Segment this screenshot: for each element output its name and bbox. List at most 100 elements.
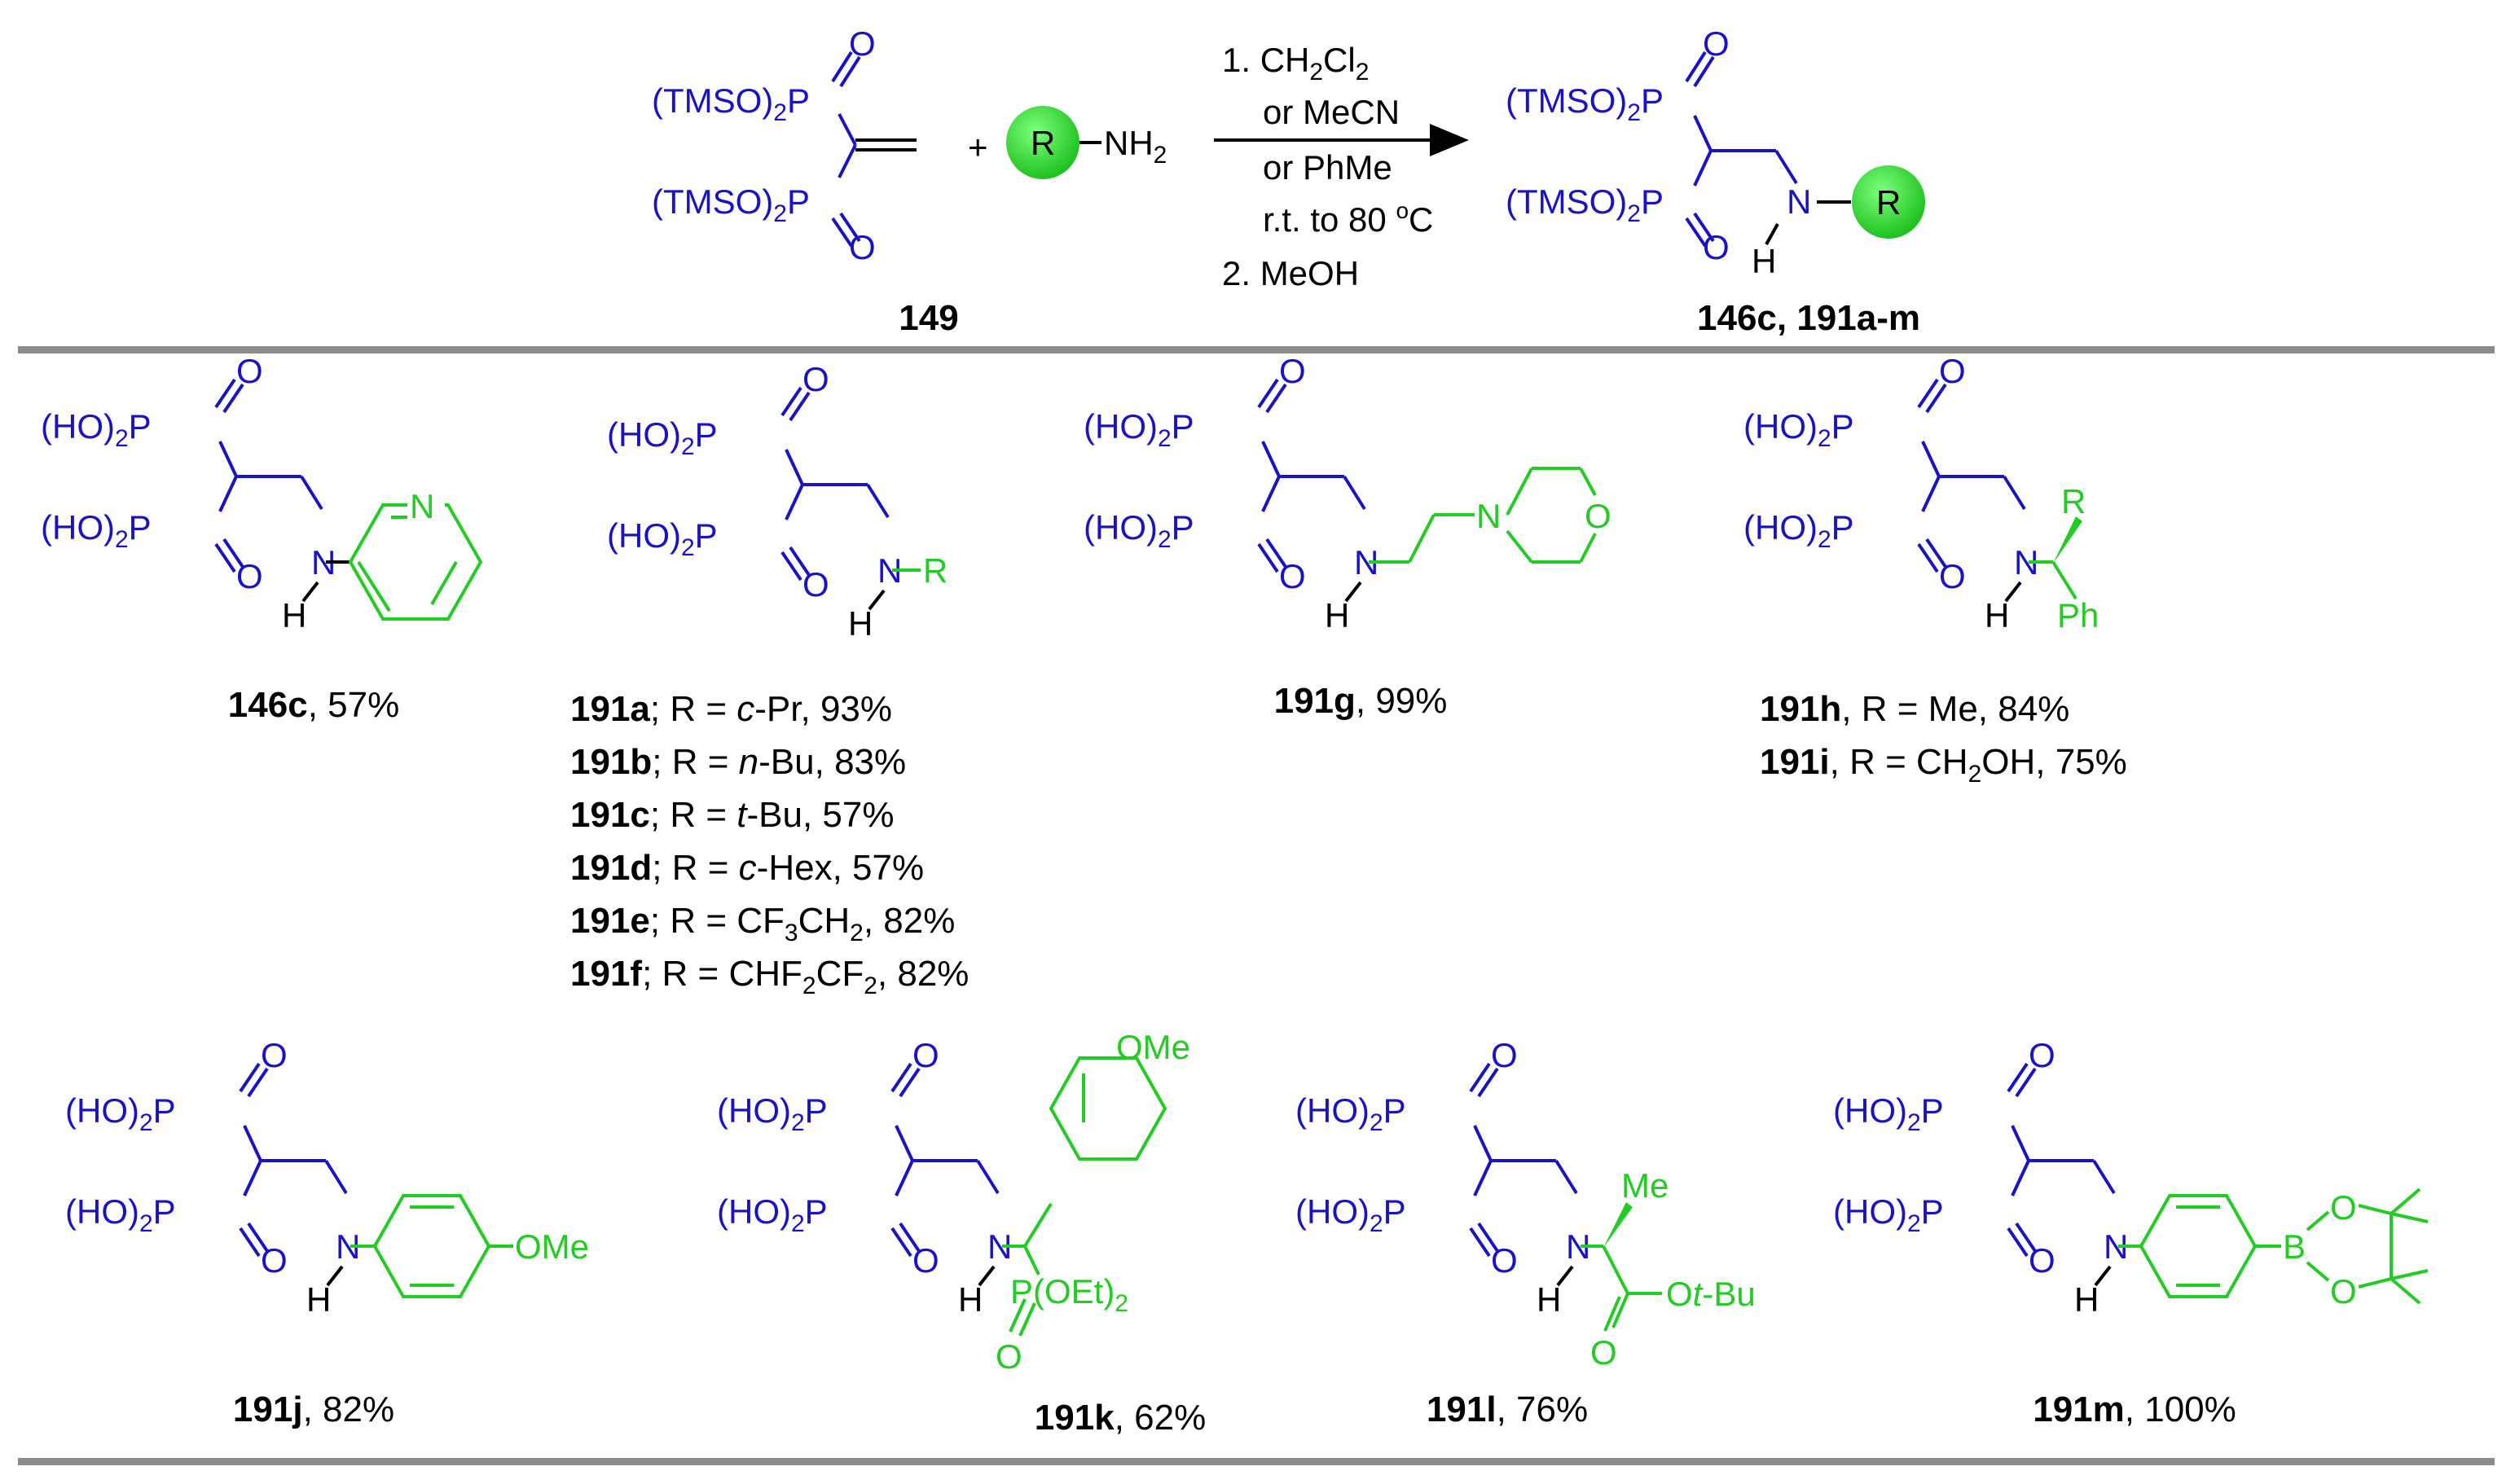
ho2p-top: (HO)2P	[607, 415, 718, 460]
ome-191k: OMe	[1116, 1028, 1190, 1066]
condition-step1: 1. CH2Cl2	[1222, 41, 1369, 86]
p-oet2-191k: P(OEt)2	[1010, 1272, 1128, 1317]
oxo-bottom: O	[912, 1241, 939, 1280]
svg-text:R: R	[1876, 183, 1901, 222]
svg-text:191d; R = c-Hex, 57%: 191d; R = c-Hex, 57%	[570, 848, 924, 888]
caption-191h-i: 191h, R = Me, 84% 191i, R = CH2OH, 75%	[1760, 689, 2127, 788]
me-191l: Me	[1621, 1166, 1669, 1205]
oxo-bottom: O	[2029, 1241, 2056, 1280]
oxo-top: O	[802, 360, 829, 398]
svg-text:N: N	[1787, 182, 1811, 221]
condition-or-mecn: or MeCN	[1263, 93, 1400, 131]
ho2p-top: (HO)2P	[1084, 407, 1194, 452]
caption-191j: 191j, 82%	[233, 1390, 394, 1429]
svg-text:191e; R = CF3CH2, 82%: 191e; R = CF3CH2, 82%	[570, 901, 955, 946]
morpholine-o: O	[1585, 497, 1611, 535]
amine-nh2: NH2	[1104, 124, 1167, 169]
ome-191j: OMe	[515, 1227, 589, 1266]
oxo-top: O	[2029, 1036, 2056, 1074]
oxo-top: O	[1279, 352, 1306, 390]
stereo-r: R	[2061, 482, 2086, 520]
amine-h: H	[848, 604, 873, 643]
amine-h: H	[282, 596, 306, 634]
caption-191a-f: 191a; R = c-Pr, 93% 191b; R = n-Bu, 83% …	[570, 689, 969, 999]
ho2p-top: (HO)2P	[65, 1091, 176, 1136]
amine-h: H	[2074, 1280, 2099, 1319]
svg-text:191h, R = Me, 84%: 191h, R = Me, 84%	[1760, 689, 2069, 729]
caption-191m: 191m, 100%	[2033, 1390, 2236, 1429]
oxo-bottom: O	[1279, 557, 1306, 595]
oxo-bottom: O	[261, 1241, 288, 1280]
ho2p-top: (HO)2P	[1743, 407, 1854, 452]
separator-top	[18, 346, 2495, 353]
svg-text:(TMSO)2P: (TMSO)2P	[1506, 81, 1664, 126]
oxo-bottom: O	[802, 565, 829, 604]
oxo-bottom: O	[236, 557, 263, 595]
ho2p-bottom: (HO)2P	[1084, 508, 1194, 553]
bpin-phenyl-191m	[2118, 1188, 2429, 1305]
amine-reagent: R NH2	[1006, 106, 1167, 179]
amine-h: H	[1325, 596, 1349, 634]
amine-h: H	[1985, 596, 2009, 634]
svg-text:191c; R = t-Bu, 57%: 191c; R = t-Bu, 57%	[570, 795, 894, 835]
morpholine-ethyl	[1369, 467, 1597, 564]
amine-h: H	[306, 1280, 331, 1319]
tmso-group-top: (TMSO)2P	[652, 81, 810, 126]
condition-temperature: r.t. to 80 oC	[1263, 198, 1433, 239]
amine-h: H	[958, 1280, 983, 1319]
condition-step2: 2. MeOH	[1222, 254, 1359, 292]
caption-191g: 191g, 99%	[1274, 681, 1448, 721]
svg-text:H: H	[1752, 242, 1776, 280]
o2-191m: O	[2330, 1272, 2357, 1311]
ho2p-bottom: (HO)2P	[41, 508, 152, 553]
plus-sign: +	[968, 128, 988, 166]
separator-bottom	[18, 1458, 2495, 1465]
r-group-ball	[1006, 106, 1079, 179]
oxo-191l: O	[1590, 1333, 1617, 1372]
caption-146c: 146c, 57%	[228, 685, 399, 725]
phenyl-ph: Ph	[2057, 596, 2099, 634]
reaction-conditions: 1. CH2Cl2 or MeCN or PhMe r.t. to 80 oC …	[1214, 41, 1469, 292]
oxo-bottom: O	[1939, 557, 1966, 595]
svg-text:191i, R = CH2OH, 75%: 191i, R = CH2OH, 75%	[1760, 742, 2127, 788]
aryl-phosphonate-191k	[1002, 1056, 1167, 1337]
svg-text:191f; R = CHF2CF2, 82%: 191f; R = CHF2CF2, 82%	[570, 954, 969, 999]
ho2p-bottom: (HO)2P	[1833, 1192, 1944, 1237]
ho2p-bottom: (HO)2P	[717, 1192, 828, 1237]
svg-text:191b; R = n-Bu, 83%: 191b; R = n-Bu, 83%	[570, 742, 906, 782]
phenethyl-group	[2029, 516, 2082, 600]
ho2p-bottom: (HO)2P	[65, 1192, 176, 1237]
ho2p-top: (HO)2P	[1833, 1091, 1944, 1136]
otbu-191l: Ot-Bu	[1666, 1275, 1756, 1313]
ho2p-bottom: (HO)2P	[1743, 508, 1854, 553]
ho2p-top: (HO)2P	[717, 1091, 828, 1136]
oxo-top: O	[1939, 352, 1966, 390]
reagent-149: (TMSO)2P O (TMSO)2P O	[652, 24, 876, 266]
oxo-bottom: O	[1491, 1241, 1518, 1280]
o1-191m: O	[2330, 1188, 2357, 1227]
r-group-191a: R	[923, 551, 948, 590]
label-products: 146c, 191a-m	[1697, 298, 1920, 338]
oxo-top: O	[849, 24, 876, 63]
svg-text:(TMSO)2P: (TMSO)2P	[1506, 182, 1664, 227]
oxo-top: O	[236, 352, 263, 390]
amine-r: R	[1031, 124, 1055, 162]
oxo-top: O	[912, 1036, 939, 1074]
ho2p-top: (HO)2P	[1295, 1091, 1406, 1136]
ho2p-bottom: (HO)2P	[607, 516, 718, 561]
svg-text:191a; R = c-Pr, 93%: 191a; R = c-Pr, 93%	[570, 689, 892, 729]
caption-191k: 191k, 62%	[1035, 1398, 1206, 1438]
oxo-191k: O	[996, 1337, 1022, 1376]
alanine-ester-191l	[1581, 1202, 1662, 1332]
product-general: (TMSO)2P O (TMSO)2P O N H R	[1506, 24, 1925, 280]
ho2p-top: (HO)2P	[41, 407, 152, 452]
pyridine-ring	[326, 503, 483, 621]
condition-or-phme: or PhMe	[1263, 148, 1392, 187]
